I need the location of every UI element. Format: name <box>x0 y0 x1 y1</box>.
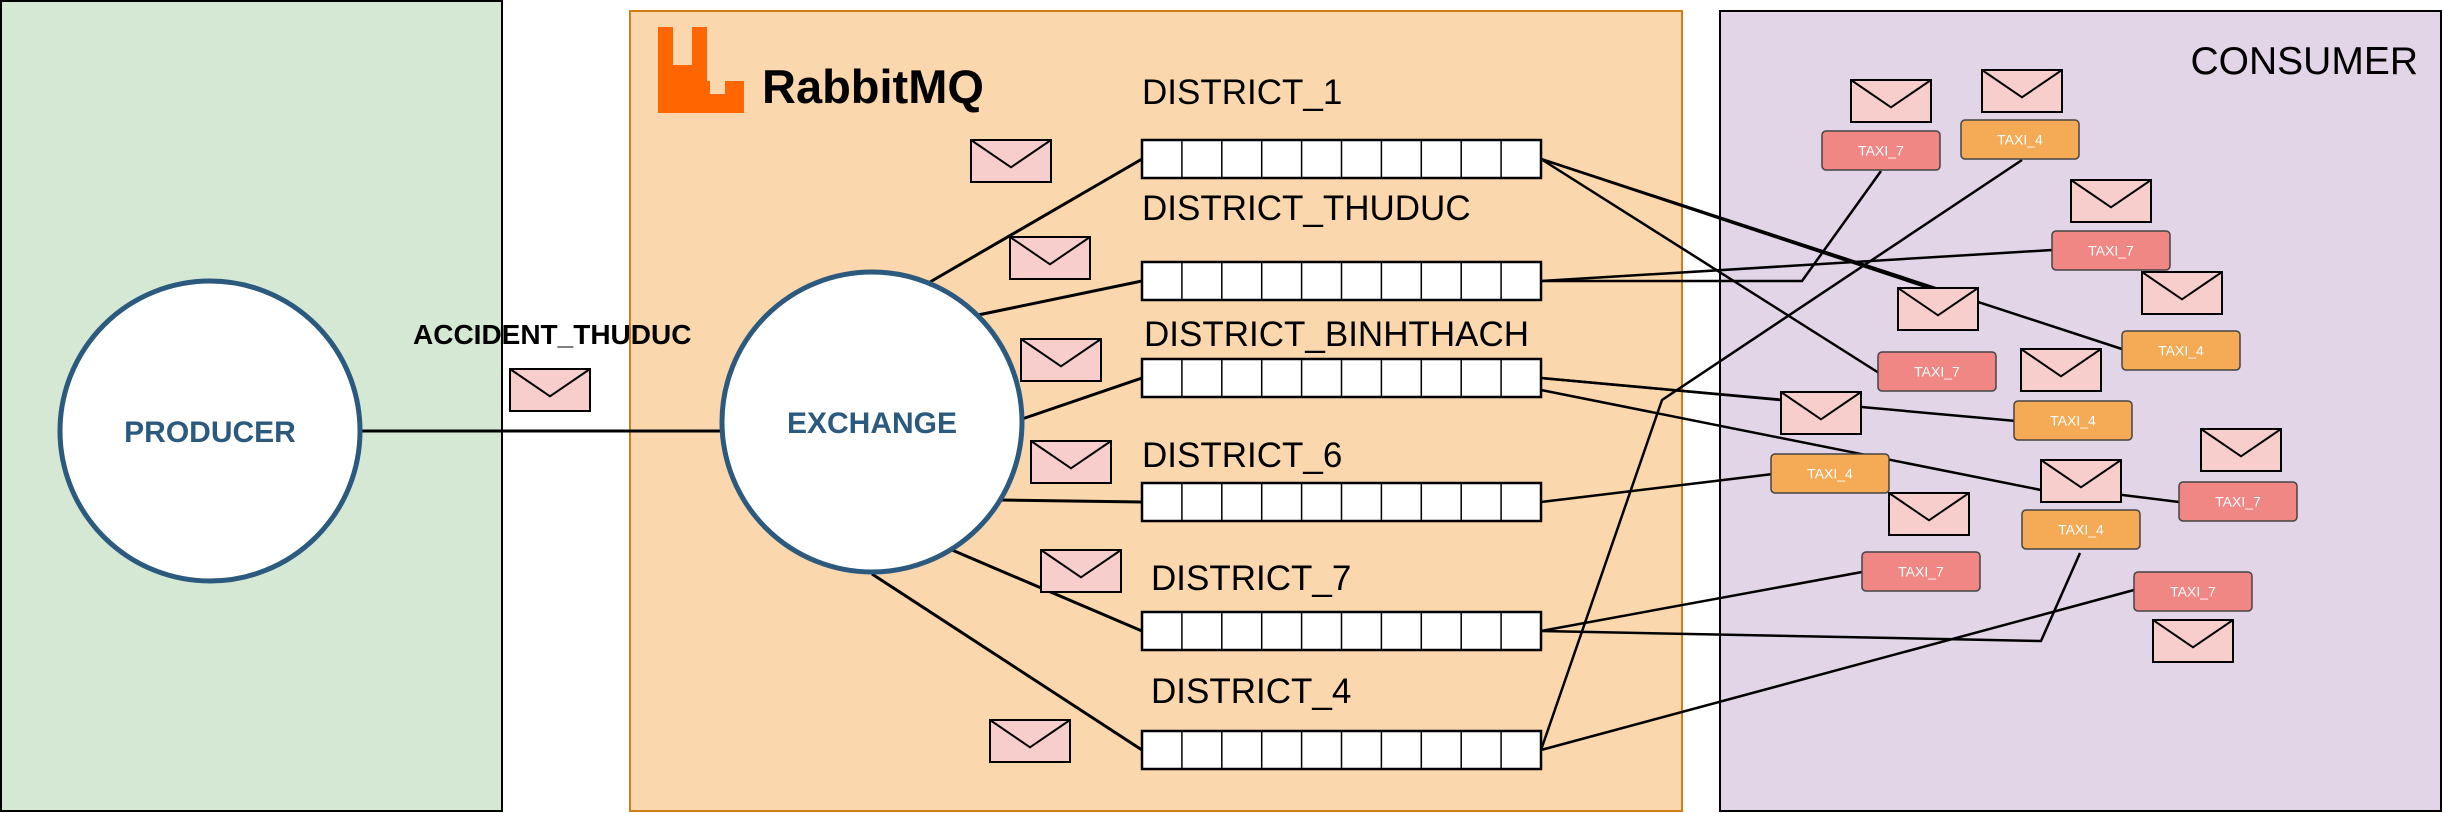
queue-label: DISTRICT_BINHTHACH <box>1144 315 1529 354</box>
message-envelope-icon <box>1020 338 1102 382</box>
consumer-label: TAXI_7 <box>1858 143 1904 159</box>
consumer-label: TAXI_7 <box>2215 494 2261 510</box>
producer-node-label: PRODUCER <box>124 416 296 449</box>
message-envelope-icon <box>1009 236 1091 280</box>
message-envelope-icon <box>2070 179 2152 223</box>
consumer-box <box>1861 551 1981 592</box>
message-envelope-icon <box>2020 348 2102 392</box>
queue-district-6: DISTRICT_6 <box>1140 436 1543 523</box>
consumer-taxi7: TAXI_7 <box>1821 130 1941 171</box>
consumer-box <box>2121 330 2241 371</box>
queue-district-thuduc: DISTRICT_THUDUC <box>1140 189 1543 302</box>
consumer-taxi7: TAXI_7 <box>2051 230 2171 271</box>
consumer-zone-title: CONSUMER <box>2190 40 2418 83</box>
consumer-label: TAXI_4 <box>2158 343 2204 359</box>
consumer-label: TAXI_4 <box>1807 466 1853 482</box>
consumer-taxi7: TAXI_7 <box>2178 481 2298 522</box>
queue-district-7: DISTRICT_7 <box>1140 559 1543 652</box>
message-envelope-icon <box>2040 459 2122 503</box>
message-envelope-icon <box>1888 492 1970 536</box>
consumer-label: TAXI_7 <box>2170 584 2216 600</box>
consumer-taxi4: TAXI_4 <box>2121 330 2241 371</box>
consumer-taxi4: TAXI_4 <box>2013 400 2133 441</box>
message-envelope-icon <box>1040 549 1122 593</box>
message-envelope-icon <box>1850 79 1932 123</box>
routing-key-label: ACCIDENT_THUDUC <box>413 319 691 350</box>
consumer-box <box>2021 509 2141 550</box>
queue-label: DISTRICT_1 <box>1142 73 1342 112</box>
consumer-taxi4: TAXI_4 <box>1770 453 1890 494</box>
consumer-label: TAXI_4 <box>2050 413 2096 429</box>
consumer-label: TAXI_7 <box>1914 364 1960 380</box>
consumer-label: TAXI_4 <box>1997 132 2043 148</box>
exchange-node-label: EXCHANGE <box>787 407 957 440</box>
envelopes-layer <box>509 69 2282 763</box>
message-envelope-icon <box>970 139 1052 183</box>
consumer-label: TAXI_4 <box>2058 522 2104 538</box>
consumer-taxi7: TAXI_7 <box>2133 571 2253 612</box>
queue-label: DISTRICT_6 <box>1142 436 1342 475</box>
rabbitmq-logo-icon <box>658 27 744 113</box>
consumer-box <box>1960 119 2080 160</box>
queue-district-binhthach: DISTRICT_BINHTHACH <box>1140 315 1543 399</box>
message-envelope-icon <box>1030 440 1112 484</box>
queue-label: DISTRICT_THUDUC <box>1142 189 1471 228</box>
taxis-layer: TAXI_7TAXI_4TAXI_7TAXI_4TAXI_7TAXI_4TAXI… <box>1770 119 2298 612</box>
message-envelope-icon <box>2200 428 2282 472</box>
consumer-taxi7: TAXI_7 <box>1877 351 1997 392</box>
consumer-taxi7: TAXI_7 <box>1861 551 1981 592</box>
queue-label: DISTRICT_4 <box>1151 672 1351 711</box>
message-envelope-icon <box>989 719 1071 763</box>
consumer-box <box>2178 481 2298 522</box>
consumer-box <box>2051 230 2171 271</box>
message-envelope-icon <box>2141 271 2223 315</box>
consumer-taxi4: TAXI_4 <box>1960 119 2080 160</box>
consumer-box <box>2133 571 2253 612</box>
consumer-label: TAXI_7 <box>1898 564 1944 580</box>
message-envelope-icon <box>1897 287 1979 331</box>
queue-district-1: DISTRICT_1 <box>1140 73 1543 180</box>
consumer-box <box>1877 351 1997 392</box>
consumer-box <box>2013 400 2133 441</box>
queue-label: DISTRICT_7 <box>1151 559 1351 598</box>
rabbitmq-logo-text: RabbitMQ <box>762 60 984 113</box>
queue-district-4: DISTRICT_4 <box>1140 672 1543 771</box>
consumer-box <box>1770 453 1890 494</box>
consumer-taxi4: TAXI_4 <box>2021 509 2141 550</box>
message-envelope-icon <box>509 368 591 412</box>
message-envelope-icon <box>1981 69 2063 113</box>
message-envelope-icon <box>2152 619 2234 663</box>
exchange-node <box>719 269 1025 575</box>
producer-node <box>57 278 363 584</box>
consumer-box <box>1821 130 1941 171</box>
queue-consumer-links <box>1539 157 2180 752</box>
message-envelope-icon <box>1780 391 1862 435</box>
consumer-label: TAXI_7 <box>2088 243 2134 259</box>
